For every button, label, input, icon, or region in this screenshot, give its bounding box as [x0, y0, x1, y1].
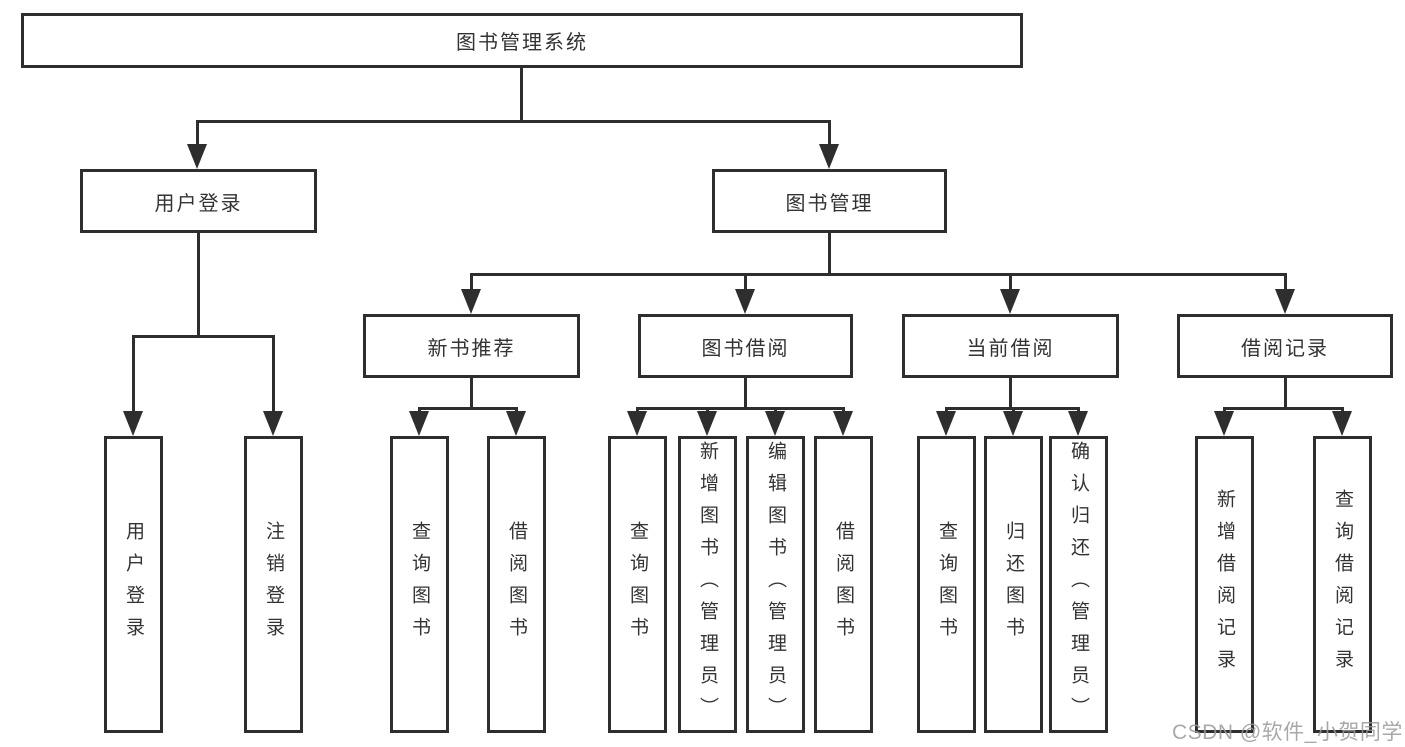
- connector-vline: [828, 232, 831, 274]
- connector-hline: [470, 273, 1287, 276]
- leaf-label: 编辑图书（管理员）: [765, 440, 786, 729]
- arrow-down-icon: [833, 411, 853, 436]
- leaf-label: 注销登录: [263, 520, 284, 649]
- leaf-label: 查询图书: [627, 520, 648, 649]
- connector-vline: [945, 407, 948, 413]
- leaf-label: 新增借阅记录: [1214, 488, 1235, 681]
- connector-vline: [636, 407, 639, 413]
- csdn-watermark: CSDN @软件_小贺同学: [1172, 721, 1403, 744]
- leaf-label: 查询借阅记录: [1332, 488, 1353, 681]
- connector-vline: [1284, 273, 1287, 291]
- arrow-down-icon: [1332, 411, 1352, 436]
- arrow-down-icon: [819, 144, 839, 169]
- node-book-borrowing: 图书借阅: [638, 314, 853, 378]
- connector-vline: [418, 407, 421, 413]
- connector-vline: [1009, 377, 1012, 408]
- arrow-down-icon: [627, 411, 647, 436]
- leaf-label: 确认归还（管理员）: [1068, 440, 1089, 729]
- connector-hline: [132, 335, 275, 338]
- arrow-down-icon: [1000, 289, 1020, 314]
- arrow-down-icon: [697, 411, 717, 436]
- arrow-down-icon: [187, 144, 207, 169]
- leaf-label: 归还图书: [1003, 520, 1024, 649]
- arrow-down-icon: [1275, 289, 1295, 314]
- connector-vline: [828, 120, 831, 146]
- node-borrowing-records: 借阅记录: [1177, 314, 1393, 378]
- connector-vline: [1012, 407, 1015, 413]
- arrow-down-icon: [506, 411, 526, 436]
- arrow-down-icon: [409, 411, 429, 436]
- leaf-label: 用户登录: [123, 520, 144, 649]
- leaf-label: 查询图书: [936, 520, 957, 649]
- arrow-down-icon: [765, 411, 785, 436]
- connector-hline: [418, 407, 518, 410]
- node-library-management-system: 图书管理系统: [21, 13, 1023, 68]
- connector-hline: [1223, 407, 1344, 410]
- arrow-down-icon: [263, 411, 283, 436]
- connector-vline: [515, 407, 518, 413]
- connector-hline: [196, 120, 831, 123]
- arrow-down-icon: [461, 289, 481, 314]
- connector-vline: [1077, 407, 1080, 413]
- leaf-query-books-current: 查询图书: [917, 436, 976, 733]
- leaf-add-books-admin: 新增图书（管理员）: [678, 436, 737, 733]
- arrow-down-icon: [735, 289, 755, 314]
- leaf-return-books: 归还图书: [984, 436, 1043, 733]
- connector-vline: [774, 407, 777, 413]
- connector-vline: [470, 273, 473, 291]
- leaf-edit-books-admin: 编辑图书（管理员）: [746, 436, 805, 733]
- arrow-down-icon: [1068, 411, 1088, 436]
- connector-vline: [1341, 407, 1344, 413]
- connector-vline: [744, 273, 747, 291]
- leaf-query-books-recommend: 查询图书: [390, 436, 449, 733]
- connector-vline: [1223, 407, 1226, 413]
- arrow-down-icon: [1214, 411, 1234, 436]
- connector-vline: [1009, 273, 1012, 291]
- leaf-confirm-return-admin: 确认归还（管理员）: [1049, 436, 1108, 733]
- connector-vline: [520, 67, 523, 121]
- node-new-book-recommendation: 新书推荐: [363, 314, 580, 378]
- connector-vline: [132, 335, 135, 413]
- connector-vline: [197, 232, 200, 336]
- connector-vline: [196, 120, 199, 146]
- leaf-logout: 注销登录: [244, 436, 303, 733]
- connector-vline: [842, 407, 845, 413]
- leaf-label: 新增图书（管理员）: [697, 440, 718, 729]
- connector-vline: [706, 407, 709, 413]
- arrow-down-icon: [1003, 411, 1023, 436]
- connector-vline: [272, 335, 275, 413]
- connector-vline: [744, 377, 747, 408]
- leaf-label: 借阅图书: [506, 520, 527, 649]
- node-book-management: 图书管理: [712, 169, 947, 233]
- leaf-borrow-books: 借阅图书: [814, 436, 873, 733]
- leaf-user-login: 用户登录: [104, 436, 163, 733]
- leaf-label: 查询图书: [409, 520, 430, 649]
- connector-vline: [470, 377, 473, 408]
- node-user-login: 用户登录: [80, 169, 317, 233]
- leaf-borrow-books-recommend: 借阅图书: [487, 436, 546, 733]
- connector-hline: [636, 407, 845, 410]
- arrow-down-icon: [936, 411, 956, 436]
- leaf-label: 借阅图书: [833, 520, 854, 649]
- leaf-query-borrow-record: 查询借阅记录: [1313, 436, 1372, 733]
- arrow-down-icon: [123, 411, 143, 436]
- node-current-borrowing: 当前借阅: [902, 314, 1119, 378]
- leaf-query-books-borrow: 查询图书: [608, 436, 667, 733]
- connector-vline: [1284, 377, 1287, 408]
- leaf-add-borrow-record: 新增借阅记录: [1195, 436, 1254, 733]
